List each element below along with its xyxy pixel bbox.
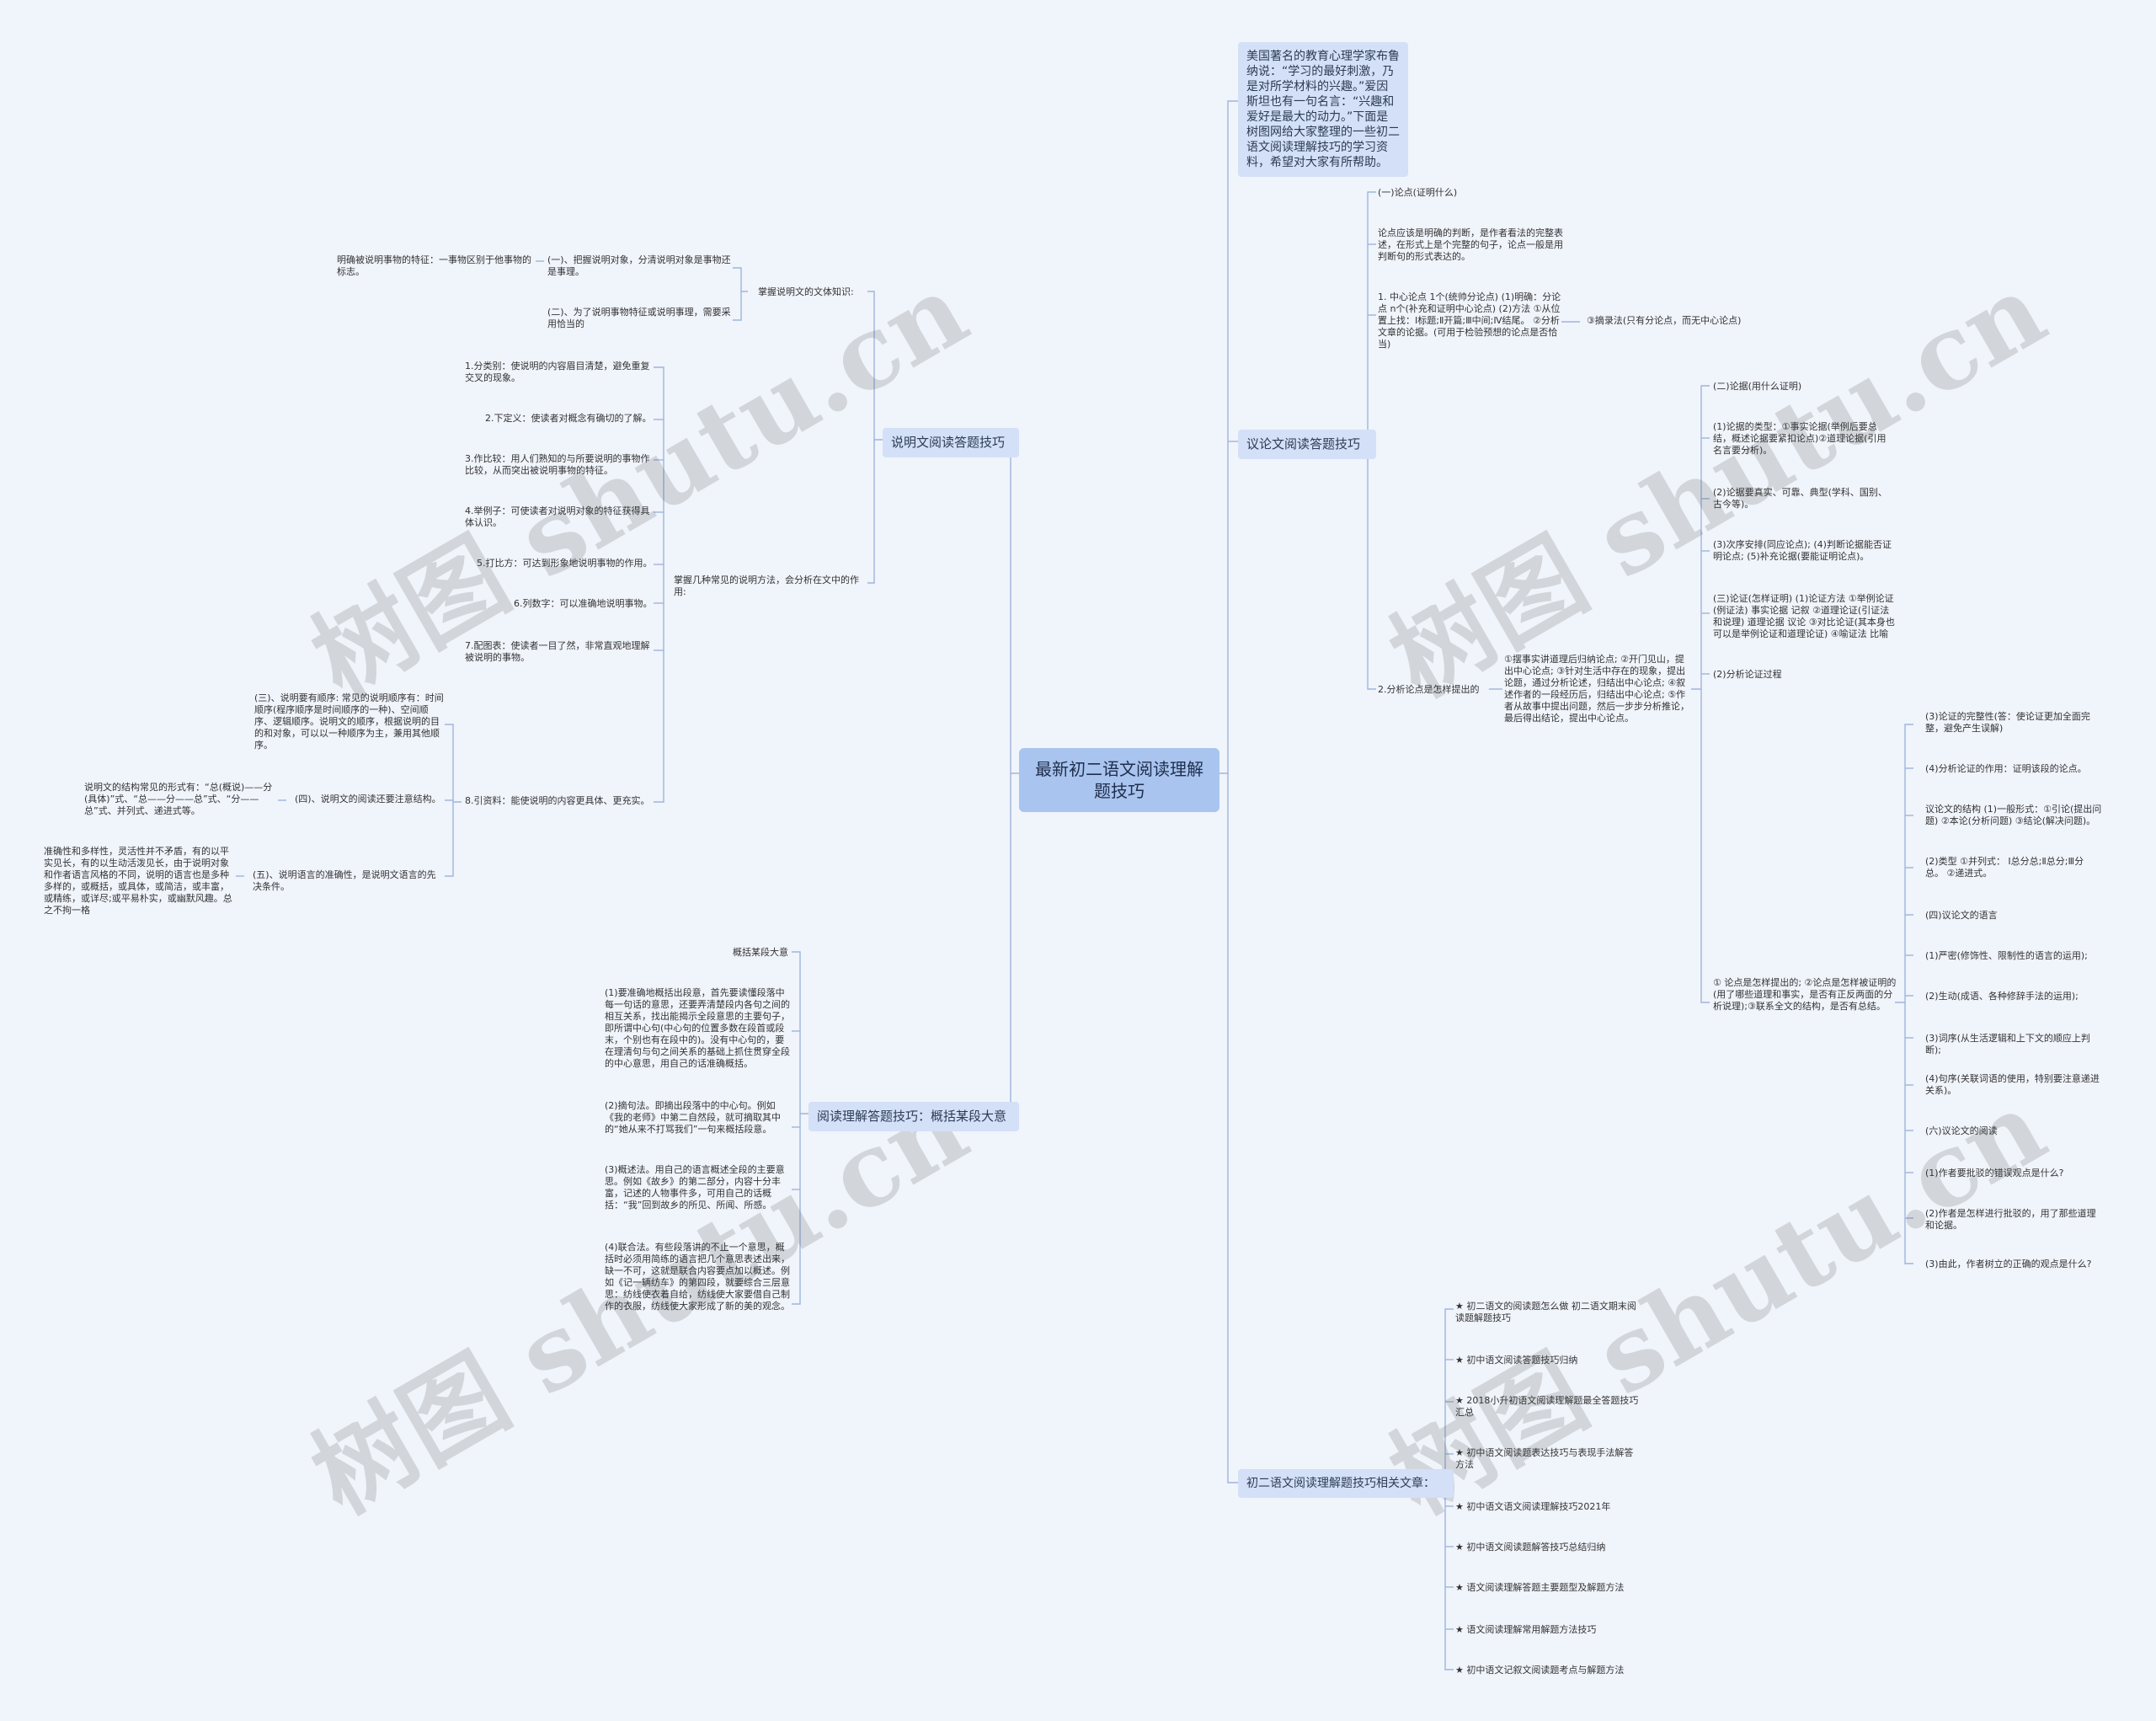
arg-evidence-head[interactable]: (二)论据(用什么证明) bbox=[1713, 381, 1802, 392]
arg-thesis-raised[interactable]: 2.分析论点是怎样提出的 bbox=[1378, 684, 1480, 695]
method-example[interactable]: 4.举例子：可使读者对说明对象的特征获得具体认识。 bbox=[465, 505, 650, 528]
arg-proof-process[interactable]: (2)分析论证过程 bbox=[1713, 669, 1782, 680]
related-article[interactable]: ★ 初中语文阅读题解答技巧总结归纳 bbox=[1455, 1542, 1606, 1553]
arg-evidence-real[interactable]: (2)论据要真实、可靠、典型(学科、国别、古今等)。 bbox=[1713, 487, 1887, 510]
arg-q-6[interactable]: (2)生动(成语、各种修辞手法的运用); bbox=[1925, 991, 2079, 1002]
arg-q-11[interactable]: (2)作者是怎样进行批驳的，用了那些道理和论据。 bbox=[1925, 1208, 2096, 1231]
related-article[interactable]: ★ 初中语文语文阅读理解技巧2021年 bbox=[1455, 1501, 1611, 1512]
summary-p3[interactable]: (3)概述法。用自己的语言概述全段的主要意思。例如《故乡》的第二部分，内容十分丰… bbox=[605, 1164, 785, 1211]
method-charts[interactable]: 7.配图表：使读者一目了然，非常直观地理解被说明的事物。 bbox=[465, 640, 650, 663]
summary-p2[interactable]: (2)摘句法。即摘出段落中的中心句。例如《我的老师》中第二自然段，就可摘取其中的… bbox=[605, 1100, 781, 1135]
method-quote[interactable]: 8.引资料：能使说明的内容更具体、更充实。 bbox=[465, 795, 650, 806]
related-article[interactable]: ★ 语文阅读理解答题主要题型及解题方法 bbox=[1455, 1582, 1625, 1593]
arg-thesis-ways[interactable]: ①摆事实讲道理后归纳论点; ②开门见山，提出中心论点; ③针对生活中存在的现象，… bbox=[1504, 654, 1689, 724]
arg-q-5[interactable]: (1)严密(修饰性、限制性的语言的运用); bbox=[1925, 950, 2088, 961]
expository-methods[interactable]: 掌握几种常见的说明方法，会分析在文中的作用: bbox=[674, 575, 859, 597]
arg-q-9[interactable]: (六)议论文的阅读 bbox=[1925, 1125, 1998, 1136]
arg-q-8[interactable]: (4)句序(关联词语的使用，特别要注意递进关系)。 bbox=[1925, 1073, 2100, 1096]
arg-q-4[interactable]: (四)议论文的语言 bbox=[1925, 910, 1998, 921]
arg-proof-methods[interactable]: (三)论证(怎样证明) (1)论证方法 ①举例论证(例证法) 事实论据 记叙 ②… bbox=[1713, 593, 1895, 639]
related-article[interactable]: ★ 初中语文阅读题表达技巧与表现手法解答方法 bbox=[1455, 1447, 1634, 1470]
summary-p1[interactable]: (1)要准确地概括出段意，首先要读懂段落中每一句话的意思，还要弄清楚段内各句之间… bbox=[605, 987, 790, 1069]
topic-argumentative[interactable]: 议论文阅读答题技巧 bbox=[1238, 430, 1376, 459]
method-define[interactable]: 2.下定义：使读者对概念有确切的了解。 bbox=[485, 413, 652, 424]
summary-head[interactable]: 概括某段大意 bbox=[733, 947, 788, 958]
arg-q-10[interactable]: (1)作者要批驳的错误观点是什么? bbox=[1925, 1168, 2064, 1179]
expository-language-detail[interactable]: 准确性和多样性，灵活性并不矛盾，有的以平实见长，有的以生动活泼见长，由于说明对象… bbox=[44, 846, 232, 916]
arg-q-3[interactable]: (2)类型 ①并列式： Ⅰ总分总;Ⅱ总分;Ⅲ分总。 ②递进式。 bbox=[1925, 856, 2084, 879]
related-article[interactable]: ★ 初中语文记叙文阅读题考点与解题方法 bbox=[1455, 1665, 1625, 1676]
arg-q-2[interactable]: 议论文的结构 (1)一般形式：①引论(提出问题) ②本论(分析问题) ③结论(解… bbox=[1925, 804, 2102, 826]
topic-summary[interactable]: 阅读理解答题技巧：概括某段大意 bbox=[808, 1102, 1019, 1131]
expository-structure[interactable]: (四)、说明文的阅读还要注意结构。 bbox=[295, 794, 441, 804]
related-article[interactable]: ★ 初二语文的阅读题怎么做 初二语文期末阅读题解题技巧 bbox=[1455, 1301, 1636, 1323]
related-article[interactable]: ★ 2018小升初语文阅读理解题最全答题技巧汇总 bbox=[1455, 1395, 1639, 1418]
expository-method-need[interactable]: (二)、为了说明事物特征或说明事理，需要采用恰当的 bbox=[547, 307, 731, 329]
expository-order[interactable]: (三)、说明要有顺序: 常见的说明顺序有：时间顺序(程序顺序是时间顺序的一种)、… bbox=[254, 692, 444, 751]
related-article[interactable]: ★ 初中语文阅读答题技巧归纳 bbox=[1455, 1355, 1578, 1366]
method-numbers[interactable]: 6.列数字：可以准确地说明事物。 bbox=[514, 598, 653, 609]
arg-q-0[interactable]: (3)论证的完整性(答：使论证更加全面完整，避免产生误解) bbox=[1925, 711, 2090, 734]
arg-evidence-types[interactable]: (1)论据的类型：①事实论据(举例后要总结，概述论据要紧扣论点)②道理论据(引用… bbox=[1713, 421, 1886, 456]
method-classify[interactable]: 1.分类别：使说明的内容眉目清楚，避免重复交叉的现象。 bbox=[465, 361, 650, 383]
topic-related-articles[interactable]: 初二语文阅读理解题技巧相关文章： bbox=[1238, 1469, 1454, 1498]
summary-p4[interactable]: (4)联合法。有些段落讲的不止一个意思，概括时必须用简练的语言把几个意思表述出来… bbox=[605, 1242, 790, 1312]
expository-feature[interactable]: 明确被说明事物的特征：一事物区别于他事物的标志。 bbox=[337, 254, 531, 277]
root-topic[interactable]: 最新初二语文阅读理解题技巧 bbox=[1019, 748, 1219, 812]
arg-evidence-order[interactable]: (3)次序安排(同应论点); (4)判断论据能否证明论点; (5)补充论据(要能… bbox=[1713, 539, 1892, 562]
arg-thesis-excerpt[interactable]: ③摘录法(只有分论点，而无中心论点) bbox=[1587, 315, 1742, 326]
expository-object[interactable]: (一)、把握说明对象，分清说明对象是事物还是事理。 bbox=[547, 254, 731, 277]
arg-proof-analysis[interactable]: ① 论点是怎样提出的; ②论点是怎样被证明的(用了哪些道理和事实，是否有正反两面… bbox=[1713, 977, 1897, 1012]
expository-language[interactable]: (五)、说明语言的准确性，是说明文语言的先决条件。 bbox=[253, 869, 436, 892]
method-compare[interactable]: 3.作比较：用人们熟知的与所要说明的事物作比较，从而突出被说明事物的特征。 bbox=[465, 453, 650, 476]
expository-knowledge[interactable]: 掌握说明文的文体知识: bbox=[758, 286, 854, 297]
arg-thesis-def[interactable]: 论点应该是明确的判断，是作者看法的完整表述，在形式上是个完整的句子，论点一般是用… bbox=[1378, 227, 1563, 262]
arg-q-7[interactable]: (3)词序(从生活逻辑和上下文的顺应上判断); bbox=[1925, 1033, 2090, 1056]
method-analogy[interactable]: 5.打比方：可达到形象地说明事物的作用。 bbox=[477, 558, 653, 569]
topic-expository[interactable]: 说明文阅读答题技巧 bbox=[883, 428, 1019, 457]
expository-structure-forms[interactable]: 说明文的结构常见的形式有：“总(概说)——分(具体)”式、“总——分——总”式、… bbox=[84, 782, 273, 816]
arg-q-1[interactable]: (4)分析论证的作用：证明该段的论点。 bbox=[1925, 763, 2087, 774]
related-article[interactable]: ★ 语文阅读理解常用解题方法技巧 bbox=[1455, 1624, 1597, 1635]
arg-thesis-head[interactable]: (一)论点(证明什么) bbox=[1378, 187, 1458, 198]
arg-thesis-central[interactable]: 1. 中心论点 1个(统帅分论点) (1)明确：分论点 n个(补充和证明中心论点… bbox=[1378, 291, 1561, 350]
arg-q-12[interactable]: (3)由此，作者树立的正确的观点是什么? bbox=[1925, 1259, 2092, 1269]
intro-node[interactable]: 美国著名的教育心理学家布鲁纳说：“学习的最好刺激，乃是对所学材料的兴趣。”爱因斯… bbox=[1238, 42, 1408, 177]
